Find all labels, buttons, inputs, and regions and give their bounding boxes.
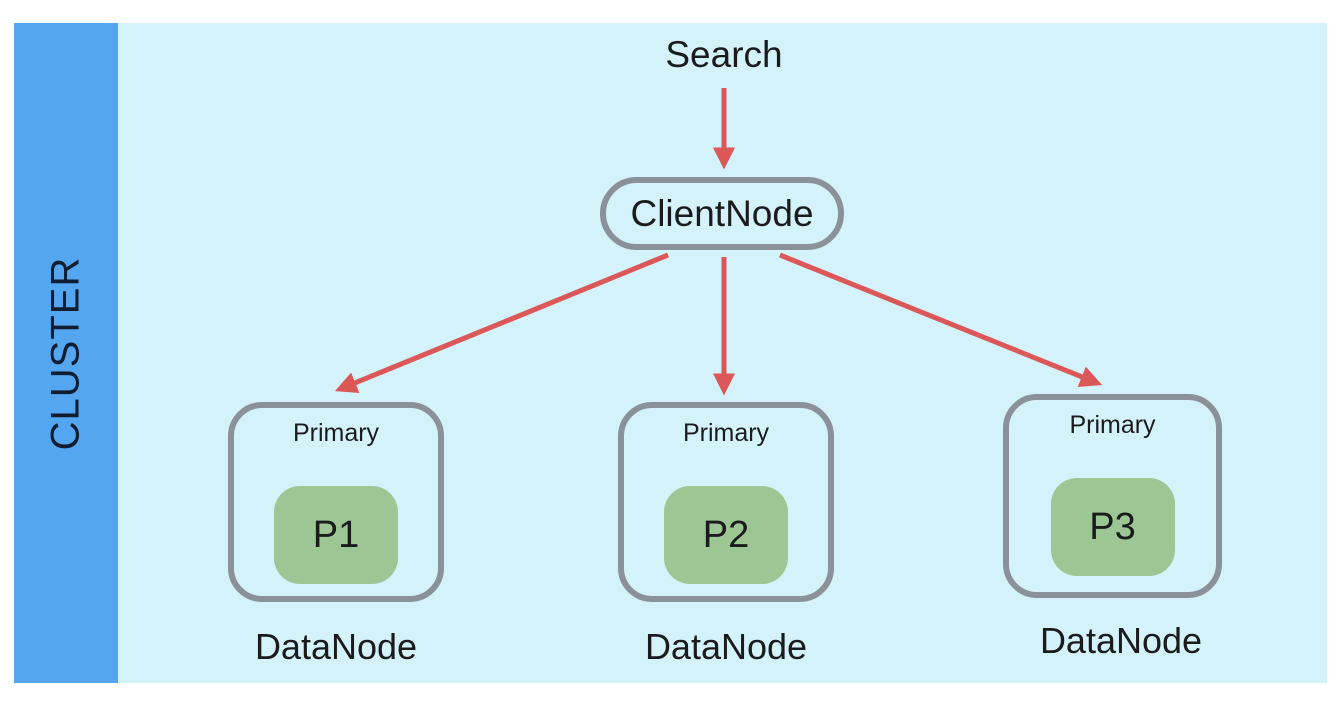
shard-box-p1: P1	[274, 486, 398, 584]
client-node-label: ClientNode	[630, 192, 814, 234]
shard-box-p2: P2	[664, 486, 788, 584]
data-node-2: Primary P2	[618, 402, 834, 602]
search-label: Search	[665, 34, 783, 75]
data-node-caption-3: DataNode	[1039, 620, 1203, 661]
cluster-band-label: CLUSTER	[43, 256, 88, 450]
primary-role-label: Primary	[1069, 411, 1156, 439]
primary-role-label: Primary	[682, 419, 770, 447]
primary-role-label: Primary	[292, 419, 380, 447]
data-node-3: Primary P3	[1003, 394, 1222, 598]
client-node: ClientNode	[600, 177, 844, 250]
data-node-caption-1: DataNode	[254, 626, 418, 667]
shard-box-p3: P3	[1050, 478, 1175, 576]
cluster-band: CLUSTER	[14, 23, 118, 683]
data-node-caption-2: DataNode	[644, 626, 808, 667]
shard-label: P1	[312, 513, 360, 556]
shard-label: P3	[1089, 505, 1136, 548]
data-node-1: Primary P1	[228, 402, 444, 602]
shard-label: P2	[702, 513, 750, 556]
